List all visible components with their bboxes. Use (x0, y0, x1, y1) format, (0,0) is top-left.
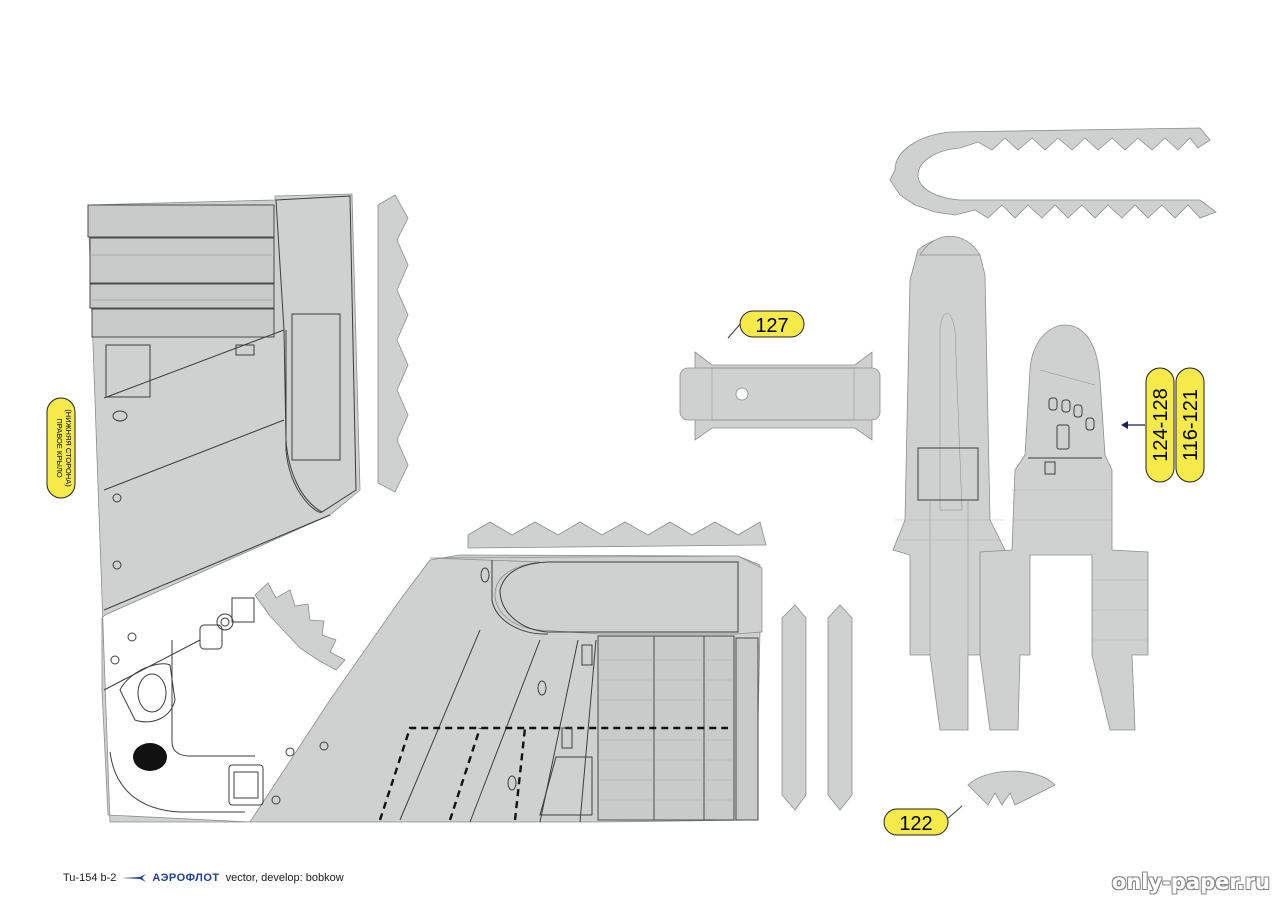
glue-strip-vertical (377, 194, 409, 493)
strip-right (827, 604, 853, 811)
svg-text:122: 122 (899, 813, 932, 835)
credit-text: vector, develop: bobkow (225, 872, 344, 884)
engine-nacelle-left (892, 235, 1030, 731)
glue-strip-horizontal (467, 521, 767, 549)
wing-inner-section (378, 555, 763, 823)
glue-strip-curved (254, 582, 346, 671)
part-127-box (679, 351, 881, 441)
engine-nacelle-right (979, 324, 1149, 731)
part-122-fan (967, 770, 1056, 806)
label-122: 122 (883, 808, 949, 836)
strip-left (781, 604, 807, 811)
aeroflot-logo-icon (122, 874, 147, 882)
airline-name: АЭРОФЛОТ (152, 872, 220, 884)
footer: Tu-154 b-2 АЭРОФЛОТ vector, develop: bob… (63, 872, 344, 884)
watermark: only-paper.ru (1111, 870, 1270, 894)
model-name: Tu-154 b-2 (63, 872, 117, 884)
arrow-icon (1121, 421, 1145, 429)
label-right-wing-lower-side: ПРАВОЕ КРЫЛО (НИЖНЯЯ СТОРОНА) (46, 397, 76, 499)
label-124-128: 124-128 (1145, 367, 1175, 483)
glue-strip-loop (889, 127, 1217, 219)
svg-text:(НИЖНЯЯ СТОРОНА): (НИЖНЯЯ СТОРОНА) (64, 409, 73, 487)
svg-text:127: 127 (755, 315, 788, 337)
label-127: 127 (739, 310, 805, 338)
leader-122 (945, 805, 963, 821)
svg-text:ПРАВОЕ КРЫЛО: ПРАВОЕ КРЫЛО (55, 418, 64, 477)
label-116-121: 116-121 (1175, 367, 1205, 483)
svg-text:116-121: 116-121 (1180, 389, 1202, 461)
svg-text:124-128: 124-128 (1150, 388, 1172, 461)
